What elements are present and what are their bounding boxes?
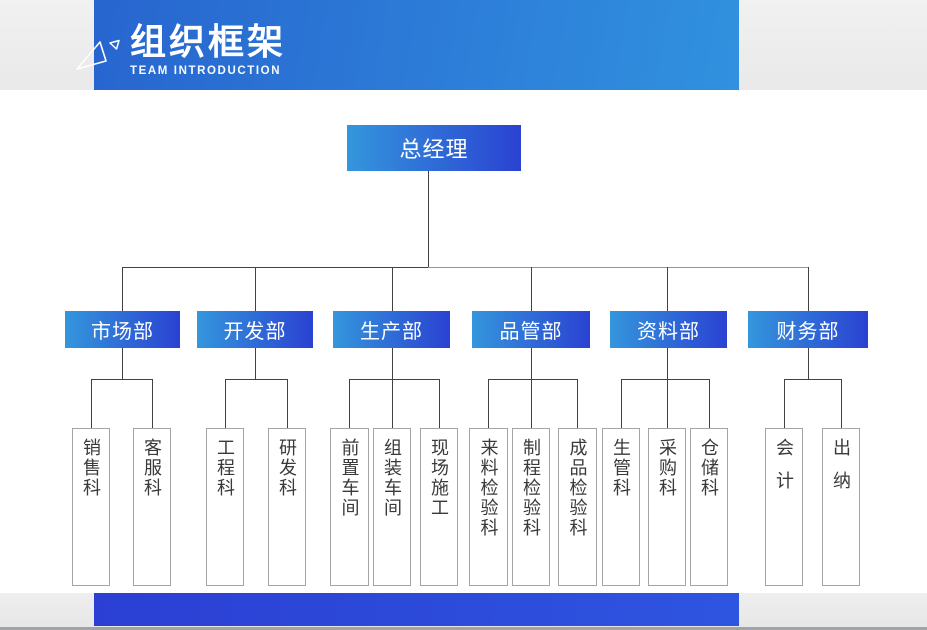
connector-line	[287, 379, 288, 428]
connector-line	[225, 379, 226, 428]
org-leaf-customer-service: 客服科	[133, 428, 171, 586]
org-leaf-pre-workshop: 前置车间	[330, 428, 369, 586]
connector-line	[122, 267, 428, 268]
leaf-label: 会计	[774, 438, 794, 504]
org-leaf-purchasing: 采购科	[648, 428, 686, 586]
org-leaf-production-management: 生管科	[602, 428, 640, 586]
connector-line	[531, 267, 532, 311]
connector-line	[531, 379, 532, 428]
leaf-label: 制程检验科	[521, 438, 541, 538]
connector-line	[621, 379, 622, 428]
header-bar: 组织框架 TEAM INTRODUCTION	[94, 0, 739, 90]
org-leaf-accounting: 会计	[765, 428, 803, 586]
connector-line	[667, 379, 668, 428]
leaf-label: 销售科	[81, 438, 101, 498]
page-title: 组织框架	[130, 21, 287, 63]
connector-line	[392, 267, 393, 311]
connector-line	[349, 379, 440, 380]
org-node-finance-dept: 财务部	[748, 311, 868, 348]
connector-line	[784, 379, 842, 380]
connector-line	[91, 379, 92, 428]
leaf-label: 现场施工	[429, 438, 449, 518]
leaf-label: 成品检验科	[567, 438, 588, 538]
org-leaf-site-construction: 现场施工	[420, 428, 458, 586]
connector-line	[392, 348, 393, 379]
connector-line	[439, 379, 440, 428]
page-subtitle: TEAM INTRODUCTION	[130, 65, 282, 77]
org-leaf-incoming-inspection: 来料检验科	[469, 428, 508, 586]
org-leaf-finished-inspection: 成品检验科	[558, 428, 597, 586]
connector-line	[709, 379, 710, 428]
connector-line	[808, 348, 809, 379]
leaf-label: 前置车间	[339, 438, 360, 518]
connector-line	[349, 379, 350, 428]
org-leaf-cashier: 出纳	[822, 428, 860, 586]
connector-line	[577, 379, 578, 428]
org-node-production-dept: 生产部	[333, 311, 450, 348]
org-node-marketing-dept: 市场部	[65, 311, 180, 348]
connector-line	[152, 379, 153, 428]
org-leaf-assembly-workshop: 组装车间	[373, 428, 411, 586]
org-leaf-engineering: 工程科	[206, 428, 244, 586]
org-leaf-rnd: 研发科	[268, 428, 306, 586]
org-node-quality-dept: 品管部	[472, 311, 590, 348]
connector-line	[841, 379, 842, 428]
connector-line	[392, 379, 393, 428]
connector-line	[255, 267, 256, 311]
org-leaf-warehousing: 仓储科	[690, 428, 728, 586]
org-leaf-process-inspection: 制程检验科	[512, 428, 550, 586]
leaf-label: 工程科	[215, 438, 235, 498]
leaf-label: 组装车间	[382, 438, 402, 518]
leaf-label: 研发科	[277, 438, 297, 498]
connector-line	[122, 267, 123, 311]
leaf-label: 来料检验科	[478, 438, 499, 538]
org-node-data-dept: 资料部	[610, 311, 727, 348]
title-block: 组织框架 TEAM INTRODUCTION	[130, 22, 286, 77]
bottom-bar	[94, 593, 739, 626]
leaf-label: 生管科	[611, 438, 631, 498]
connector-line	[667, 348, 668, 379]
connector-line	[488, 379, 578, 380]
connector-line	[784, 379, 785, 428]
triangle-icons	[76, 39, 120, 70]
connector-line	[428, 171, 429, 267]
leaf-label: 出纳	[831, 438, 851, 504]
org-leaf-sales: 销售科	[72, 428, 110, 586]
connector-line	[91, 379, 153, 380]
leaf-label: 仓储科	[699, 438, 719, 498]
bottom-strip	[0, 627, 927, 630]
org-node-development-dept: 开发部	[197, 311, 313, 348]
connector-line	[122, 348, 123, 379]
connector-line	[621, 379, 710, 380]
org-node-general-manager: 总经理	[347, 125, 521, 171]
connector-line	[488, 379, 489, 428]
connector-line	[255, 348, 256, 379]
connector-line	[225, 379, 288, 380]
leaf-label: 客服科	[142, 438, 162, 498]
connector-line	[667, 267, 668, 311]
leaf-label: 采购科	[657, 438, 677, 498]
connector-line	[808, 267, 809, 311]
connector-line	[531, 348, 532, 379]
connector-line	[428, 267, 809, 268]
